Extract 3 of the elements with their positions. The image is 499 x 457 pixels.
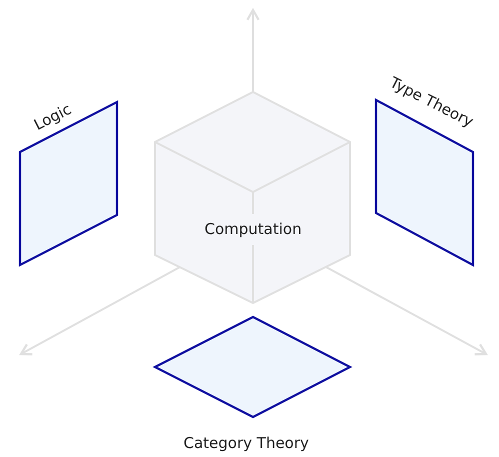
node-label: Computation xyxy=(204,220,302,238)
node-label: Category Theory xyxy=(184,434,309,452)
node-label: Logic xyxy=(30,100,74,134)
